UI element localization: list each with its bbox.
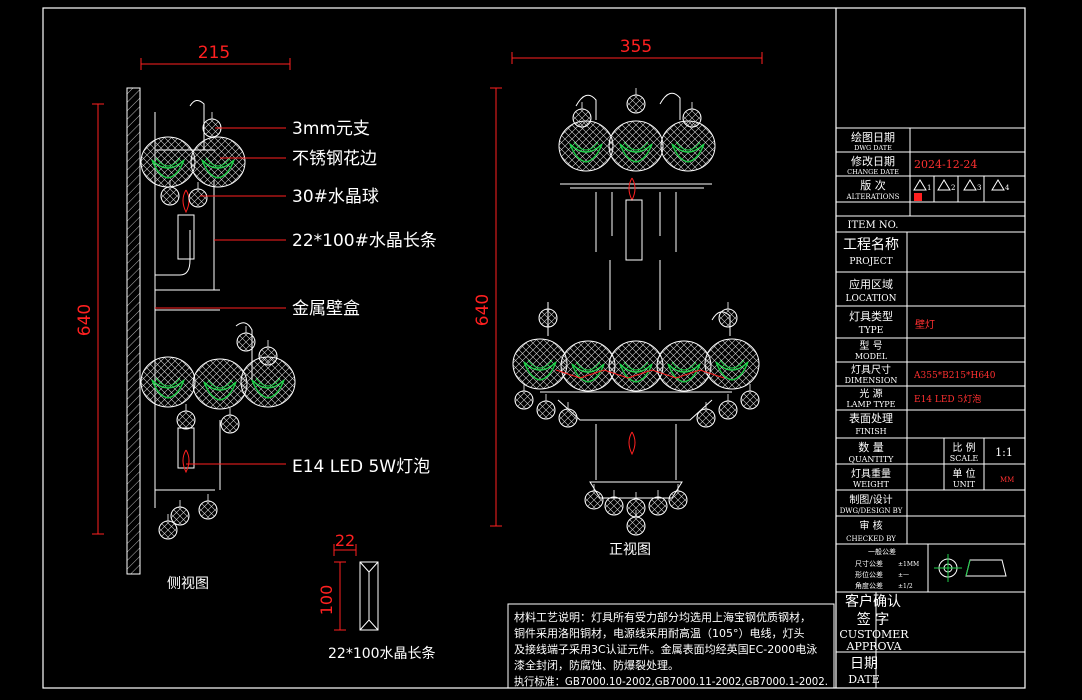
tolerance-value-2: ±一: [898, 572, 909, 579]
date-cn: 日期: [850, 656, 878, 672]
project-en: PROJECT: [849, 257, 892, 267]
unit-cn: 单 位: [952, 467, 975, 480]
type-cn: 灯具类型: [849, 309, 893, 323]
customer-en-1: CUSTOMER: [839, 628, 909, 641]
checked-cn: 审 核: [859, 519, 882, 532]
tolerance-title: 一般公差: [868, 547, 896, 556]
tolerance-label-2: 形位公差: [855, 570, 883, 579]
side-width-dimension: 215: [198, 43, 230, 63]
date-en: DATE: [848, 673, 880, 686]
annotation-metal-box: 金属壁盒: [292, 299, 360, 319]
design-cn: 制图/设计: [849, 493, 892, 506]
quantity-en: QUANTITY: [849, 455, 895, 464]
tolerance-label-1: 尺寸公差: [855, 559, 883, 568]
title-block: 绘图日期 DWG DATE 修改日期 CHANGE DATE 2024-12-2…: [836, 127, 1025, 688]
finish-cn: 表面处理: [849, 411, 893, 425]
design-en: DWG/DESIGN BY: [840, 507, 903, 515]
project-cn: 工程名称: [843, 237, 899, 253]
scale-cn: 比 例: [952, 441, 975, 454]
change-date-en: CHANGE DATE: [847, 168, 899, 176]
alteration-mark-4: 4: [1005, 184, 1010, 192]
tolerance-value-1: ±1MM: [898, 561, 919, 568]
front-view: 355 640: [473, 37, 763, 558]
annotation-steel-flower: 不锈钢花边: [292, 149, 377, 169]
front-width-dimension: 355: [620, 37, 652, 57]
customer-cn: 客户确认: [845, 593, 901, 610]
tolerance-value-3: ±1/2: [898, 583, 913, 590]
alteration-mark-2: 2: [951, 184, 955, 192]
dimension-en: DIMENSION: [845, 376, 898, 385]
tolerance-label-3: 角度公差: [855, 581, 883, 590]
note-line-2: 铜件采用洛阳铜材，电源线采用耐高温（105°）电线，灯头: [514, 626, 805, 640]
scale-en: SCALE: [950, 454, 979, 463]
projection-symbol: [934, 554, 1007, 582]
sign-cn: 签 字: [857, 611, 889, 628]
note-line-1: 材料工艺说明：灯具所有受力部分均选用上海宝钢优质钢材，: [514, 610, 811, 624]
note-line-5: 执行标准：GB7000.10-2002,GB7000.11-2002,GB700…: [514, 674, 828, 688]
customer-en-2: APPROVA: [846, 640, 903, 653]
annotation-crystal-bar: 22*100#水晶长条: [292, 231, 437, 251]
front-height-dimension: 640: [473, 294, 493, 326]
annotation-bulb: E14 LED 5W灯泡: [292, 457, 430, 477]
annotation-crystal-ball: 30#水晶球: [292, 187, 379, 207]
lamp-cn: 光 源: [859, 387, 882, 400]
alterations-en: ALTERATIONS: [846, 193, 900, 201]
alteration-mark-1: 1: [927, 184, 931, 192]
change-date-cn: 修改日期: [851, 154, 895, 168]
model-cn: 型 号: [859, 339, 882, 352]
unit-value: MM: [1000, 476, 1014, 484]
crystal-bar-detail: 22 100 22*100水晶长条: [317, 531, 436, 662]
type-en: TYPE: [859, 326, 884, 336]
type-value: 壁灯: [915, 318, 935, 331]
location-cn: 应用区域: [849, 277, 893, 291]
dimension-value: A355*B215*H640: [913, 371, 996, 381]
side-height-dimension: 640: [75, 304, 95, 336]
side-view: 215 640: [75, 43, 437, 592]
scale-value: 1:1: [995, 446, 1013, 459]
side-view-label: 侧视图: [167, 576, 209, 592]
note-line-3: 及接线端子采用3C认证元件。金属表面均经英国EC-2000电泳: [514, 642, 817, 656]
draw-date-en: DWG DATE: [854, 144, 892, 152]
quantity-cn: 数 量: [858, 441, 884, 454]
notes-box: 材料工艺说明：灯具所有受力部分均选用上海宝钢优质钢材， 铜件采用洛阳铜材，电源线…: [507, 603, 835, 689]
unit-en: UNIT: [953, 480, 976, 489]
annotation-crystal-stick: 3mm元支: [292, 119, 370, 139]
lamp-en: LAMP TYPE: [846, 400, 895, 409]
note-line-4: 漆全封闭，防腐蚀、防爆裂处理。: [514, 658, 679, 672]
lamp-value: E14 LED 5灯泡: [914, 393, 981, 405]
bar-label: 22*100水晶长条: [328, 645, 436, 662]
bar-width-dimension: 22: [335, 531, 355, 550]
checked-en: CHECKED BY: [846, 535, 896, 543]
location-en: LOCATION: [845, 294, 896, 304]
alteration-markers: 1 2 3 4: [913, 179, 1010, 201]
front-view-label: 正视图: [609, 542, 651, 558]
finish-en: FINISH: [855, 427, 886, 436]
item-no: ITEM NO.: [848, 220, 899, 231]
dimension-cn: 灯具尺寸: [851, 363, 891, 376]
model-en: MODEL: [855, 352, 888, 361]
alteration-active-marker: [914, 193, 922, 201]
alteration-mark-3: 3: [977, 184, 981, 192]
weight-en: WEIGHT: [853, 480, 890, 489]
alterations-cn: 版 次: [860, 178, 886, 192]
change-date-value: 2024-12-24: [914, 158, 977, 171]
weight-cn: 灯具重量: [851, 467, 891, 480]
bar-height-dimension: 100: [317, 585, 336, 616]
draw-date-cn: 绘图日期: [851, 130, 895, 144]
